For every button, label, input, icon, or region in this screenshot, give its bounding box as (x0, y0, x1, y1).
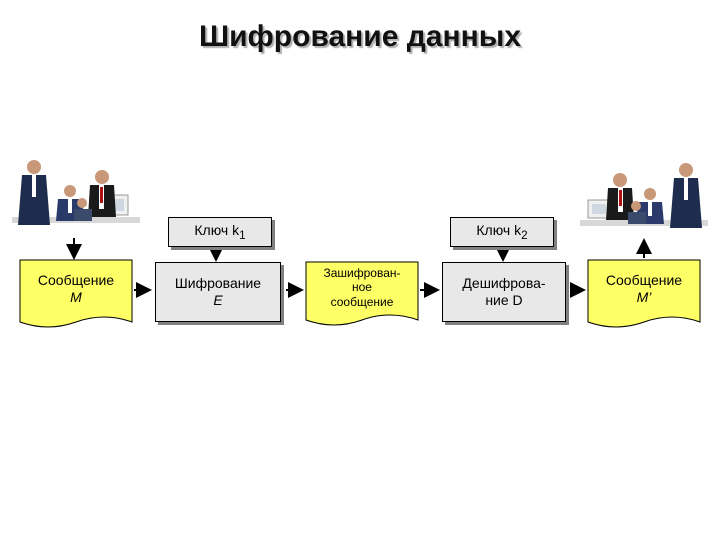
ciphertext-line2: ное (352, 280, 372, 295)
message-m: Сообщение M (20, 260, 132, 322)
key-k2-label: Ключ k (476, 221, 522, 238)
decryption-line2: ние D (485, 292, 523, 308)
decryption-box: Дешифрова- ние D (442, 262, 566, 322)
office-people-illustration-left (12, 160, 140, 225)
key-k1-label: Ключ k (194, 221, 240, 238)
ciphertext-line1: Зашифрован- (323, 266, 401, 280)
ciphertext-shape (305, 261, 419, 326)
message-m-label: Сообщение (37, 272, 115, 288)
ciphertext-message: Зашифрован- ное сообщение (306, 262, 418, 320)
message-m-prime-shape (587, 259, 701, 328)
decryption-line1: Дешифрова- (462, 275, 546, 292)
encryption-symbol: E (213, 292, 223, 308)
key-k1-box: Ключ k1 (168, 217, 272, 247)
key-k2-box: Ключ k2 (450, 217, 554, 247)
key-k1-subscript: 1 (239, 228, 246, 242)
message-m-shape (19, 259, 133, 328)
office-people-illustration-right (580, 163, 708, 228)
encryption-label: Шифрование (174, 275, 262, 292)
message-m-prime-symbol: M’ (636, 288, 652, 305)
slide-title: Шифрование данных (198, 20, 522, 53)
message-m-symbol: M (70, 288, 82, 305)
ciphertext-line3: сообщение (330, 294, 394, 309)
key-k2-subscript: 2 (521, 228, 528, 242)
message-m-prime-label: Сообщение (605, 272, 683, 288)
encryption-box: Шифрование E (155, 262, 281, 322)
message-m-prime: Сообщение M’ (588, 260, 700, 322)
